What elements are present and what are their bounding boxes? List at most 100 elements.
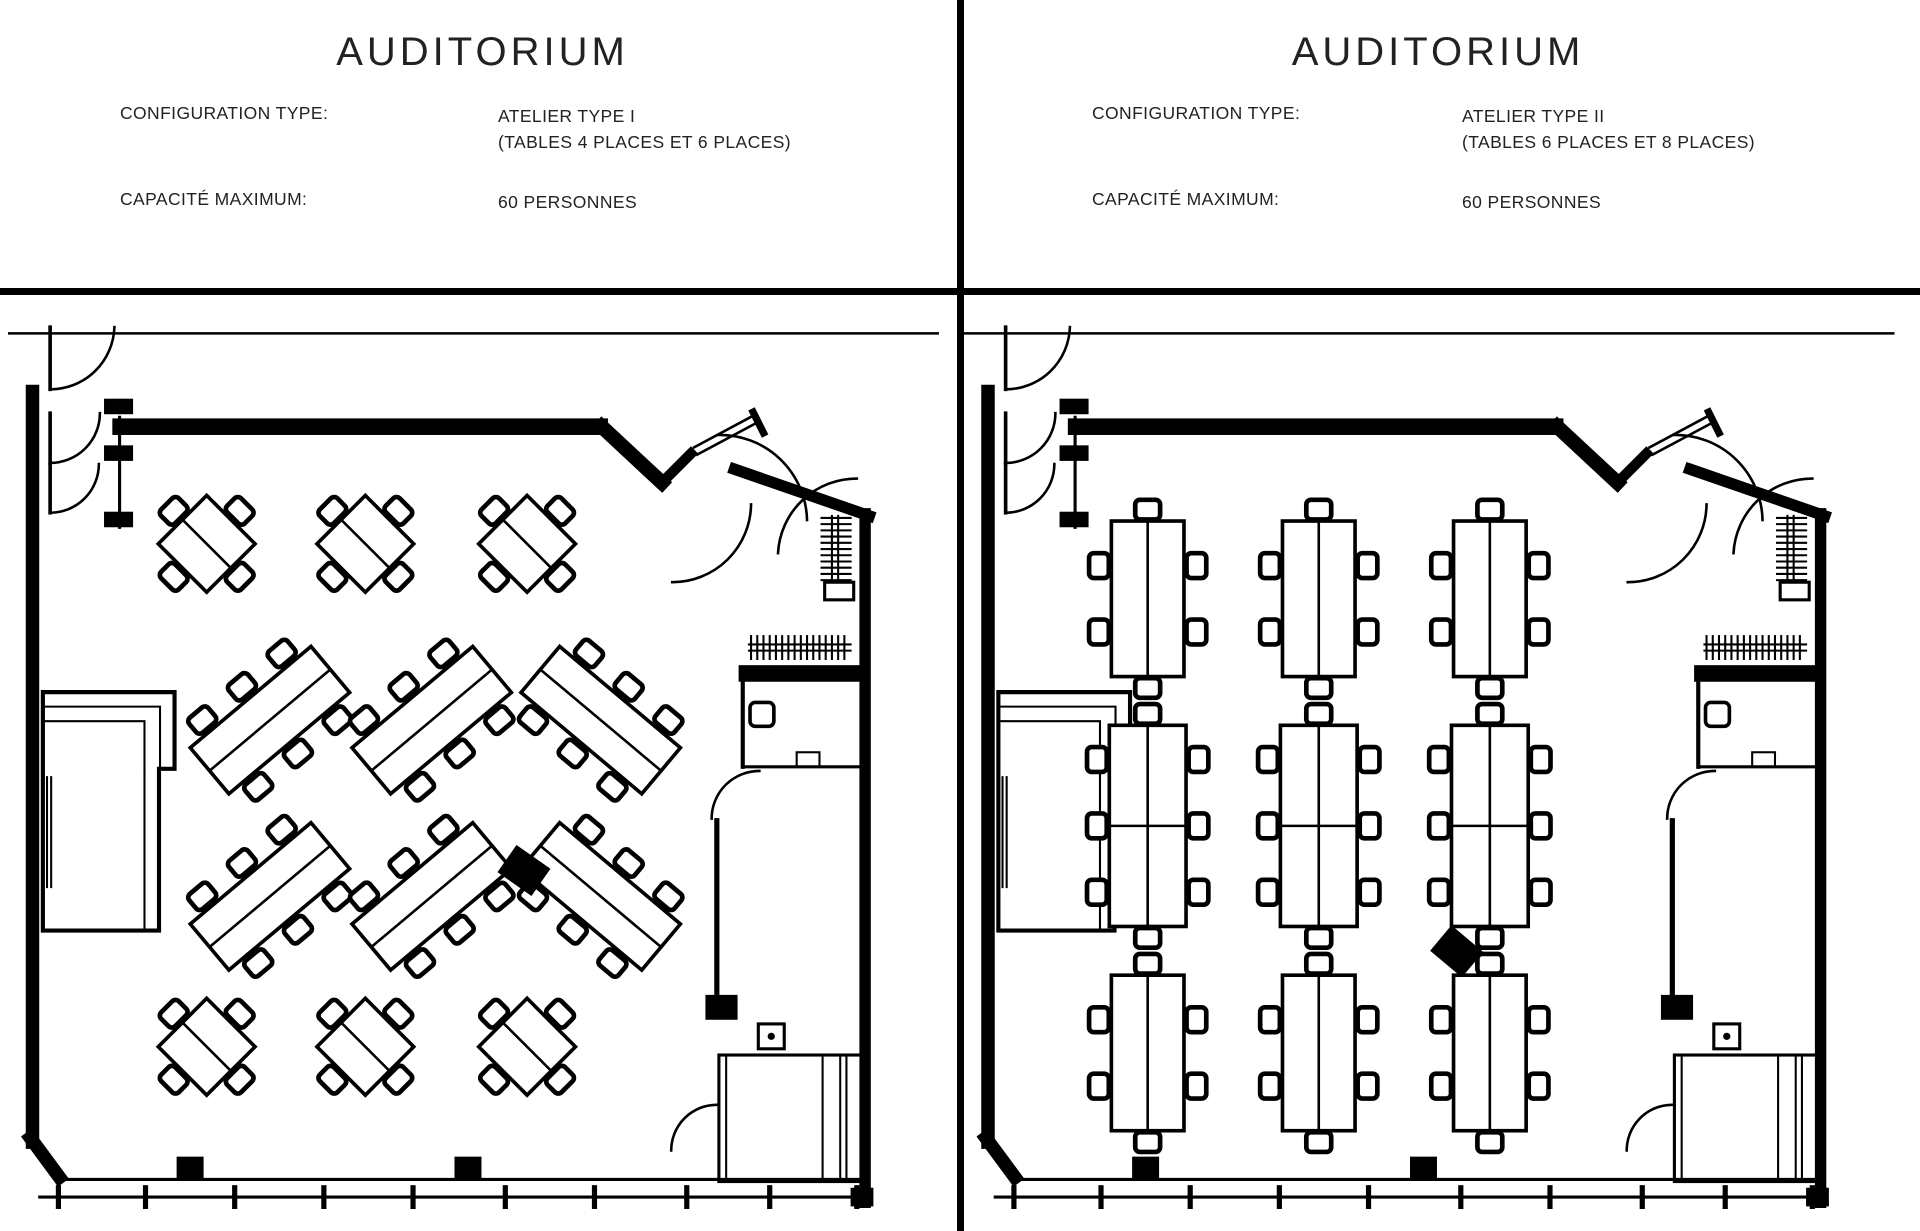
chair (543, 1063, 577, 1096)
furniture-layer (155, 492, 685, 1098)
table-rect6 (347, 813, 516, 980)
chair (241, 947, 275, 980)
chair (1303, 701, 1334, 727)
configuration-value: ATELIER TYPE II (TABLES 6 PLACES ET 8 PL… (1462, 103, 1755, 155)
table-vrect6 (1428, 497, 1551, 701)
chair (1475, 951, 1505, 976)
page-title: AUDITORIUM (336, 30, 629, 74)
chair (1428, 1004, 1454, 1035)
chair (157, 560, 190, 594)
chair (347, 880, 381, 913)
chair (1132, 925, 1163, 951)
chair (543, 494, 577, 528)
table-vrect8 (1084, 701, 1211, 951)
chair (556, 737, 589, 770)
chair (427, 637, 460, 670)
chair (316, 494, 349, 528)
table-vrect6 (1086, 951, 1209, 1155)
table-square4 (155, 492, 258, 595)
chair (1084, 744, 1110, 775)
table-vrect6 (1086, 497, 1209, 701)
chair (1132, 497, 1163, 522)
chair (316, 560, 349, 594)
table-square4 (314, 995, 417, 1098)
chair (1528, 877, 1553, 908)
header-atelier-type-2: AUDITORIUM CONFIGURATION TYPE: ATELIER T… (964, 8, 1912, 288)
chair (1475, 925, 1505, 951)
chair (443, 913, 476, 946)
configuration-value-line1: ATELIER TYPE II (1462, 106, 1605, 126)
table-vrect6 (1257, 951, 1380, 1155)
table-vrect6 (1257, 497, 1380, 701)
chair (265, 813, 298, 846)
chair (1132, 951, 1163, 976)
chair (543, 997, 577, 1030)
chair (1357, 811, 1382, 841)
table-vrect8 (1426, 701, 1553, 951)
chair (403, 770, 437, 803)
floor-plan-svg (964, 295, 1912, 1223)
room-shell (9, 327, 938, 1206)
chair (477, 494, 511, 528)
chair (1255, 811, 1281, 841)
chair (1528, 811, 1553, 841)
chair (225, 670, 259, 703)
chair (652, 704, 685, 737)
chair (1086, 617, 1112, 647)
chair (443, 737, 476, 770)
capacity-value: 60 PERSONNES (1462, 192, 1602, 212)
chair (1426, 877, 1452, 908)
chair (1526, 550, 1551, 581)
chair (387, 847, 420, 879)
chair (516, 704, 550, 737)
chair (1355, 617, 1380, 647)
chair (612, 847, 645, 879)
chair (1526, 1071, 1551, 1101)
chair (1303, 925, 1334, 951)
chair (382, 494, 415, 528)
table-square4 (155, 995, 258, 1098)
chair (1086, 1071, 1112, 1101)
chair (1257, 550, 1283, 581)
chair (1303, 1129, 1334, 1155)
table-rect6 (185, 813, 354, 980)
capacity-label: CAPACITÉ MAXIMUM: (1092, 189, 1280, 209)
chair (387, 670, 420, 703)
chair (1426, 744, 1452, 775)
chair (321, 704, 354, 737)
chair (223, 494, 256, 528)
chair (596, 770, 629, 803)
chair (477, 1063, 511, 1096)
table-square4 (476, 492, 579, 595)
configuration-value-line2: (TABLES 4 PLACES ET 6 PLACES) (498, 132, 792, 152)
chair (1357, 877, 1382, 908)
chair (382, 997, 415, 1030)
chair (1186, 744, 1211, 775)
chair (1255, 744, 1281, 775)
chair (1528, 744, 1553, 775)
page-title: AUDITORIUM (1291, 30, 1585, 74)
chair (1257, 617, 1283, 647)
podium (497, 844, 551, 896)
chair (1426, 811, 1452, 841)
chair (241, 770, 275, 803)
chair (1184, 1071, 1209, 1101)
table-rect6 (516, 637, 685, 803)
chair (1084, 877, 1110, 908)
chair (1475, 701, 1505, 727)
chair (1257, 1071, 1283, 1101)
chair (157, 1063, 190, 1096)
chair (1428, 550, 1454, 581)
chair (572, 637, 606, 670)
chair (1303, 951, 1334, 976)
chair (612, 670, 645, 703)
chair (483, 704, 516, 737)
table-square4 (476, 995, 579, 1098)
chair (427, 813, 460, 846)
chair (1526, 617, 1551, 647)
configuration-value-line2: (TABLES 6 PLACES ET 8 PLACES) (1462, 132, 1756, 152)
chair (1428, 1071, 1454, 1101)
chair (652, 880, 685, 913)
chair (1184, 617, 1209, 647)
